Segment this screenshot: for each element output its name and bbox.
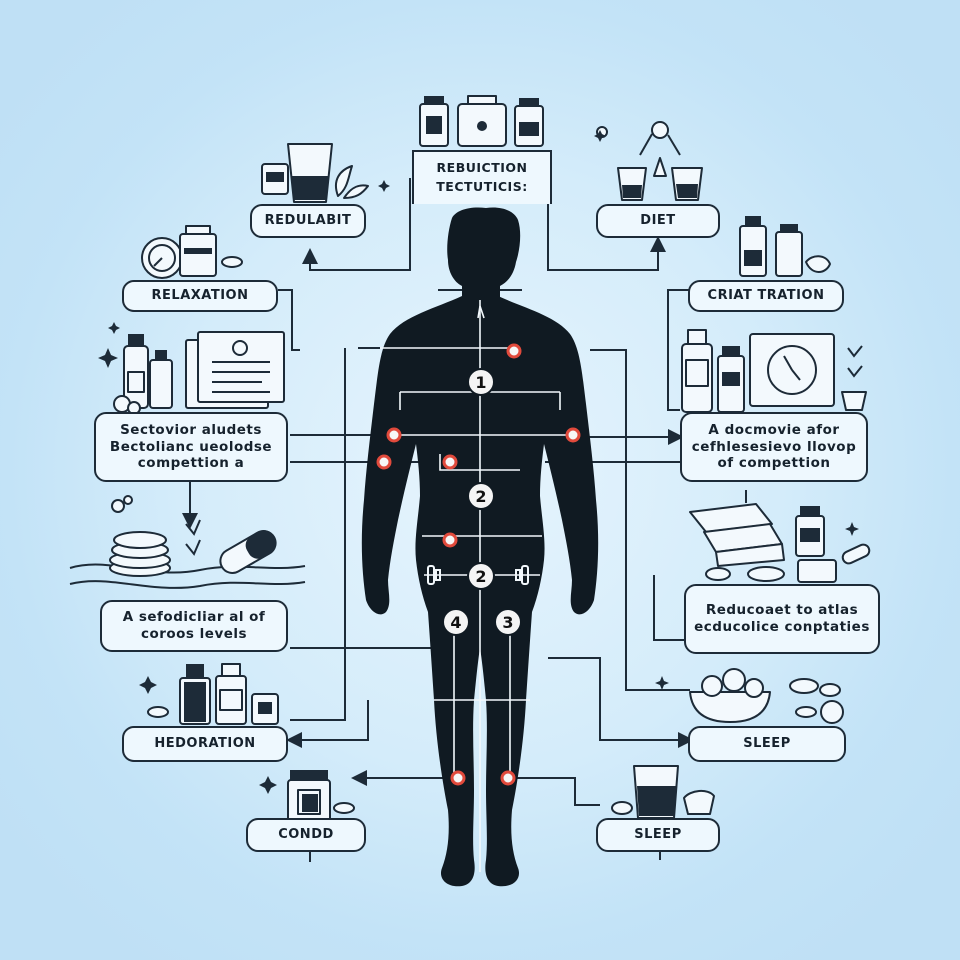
marker-circle xyxy=(467,482,495,510)
marker-number-4: 4 xyxy=(450,613,461,632)
left-mid-line-2: Bectolianc ueolodse xyxy=(109,438,273,455)
left-low-line-1: A sefodicliar al of xyxy=(122,609,266,626)
label-relaxation: RELAXATION xyxy=(151,287,249,303)
marker-number-2: 2 xyxy=(475,487,486,506)
marker-number-3: 3 xyxy=(502,613,513,632)
label-box-condd: CONDD xyxy=(246,818,366,852)
label-box-hedoration: HEDORATION xyxy=(122,726,288,762)
document-bottles-icon xyxy=(113,331,285,415)
drink-bottles-icon xyxy=(147,663,279,725)
right-mid-line-1: A docmovie afor xyxy=(708,421,840,438)
supplement-jar-icon xyxy=(287,770,355,829)
label-condd: CONDD xyxy=(278,826,334,842)
label-box-right-low: Reducoaet to atlas ecducolice conptaties xyxy=(684,584,880,654)
label-box-criat-tration: CRIAT TRATION xyxy=(688,280,844,312)
label-sleep-right: SLEEP xyxy=(743,735,791,751)
label-box-sleep-bottom: SLEEP xyxy=(596,818,720,852)
molecule-cups-icon xyxy=(596,121,703,201)
marker-circle xyxy=(494,608,522,636)
label-sleep-bottom: SLEEP xyxy=(634,826,682,842)
label-box-relaxation: RELAXATION xyxy=(122,280,278,312)
marker-number-2b: 2 xyxy=(475,567,486,586)
title-line-2: TECTUTICIS: xyxy=(436,179,528,194)
right-mid-line-2: cefhlesesievo llovop xyxy=(691,438,857,455)
label-box-diet: DIET xyxy=(596,204,720,238)
left-mid-line-3: compettion a xyxy=(137,455,245,472)
clock-bottles-icon xyxy=(141,225,243,279)
left-low-line-2: coroos levels xyxy=(140,626,248,642)
supplement-bottles-icon xyxy=(419,95,544,147)
marker-number-1: 1 xyxy=(475,373,486,392)
left-mid-line-1: Sectovior aludets xyxy=(120,421,262,438)
salad-bowl-icon xyxy=(689,668,844,724)
label-box-left-mid: Sectovior aludets Bectolianc ueolodse co… xyxy=(94,412,288,482)
books-bottle-icon xyxy=(689,503,871,583)
marker-circle xyxy=(467,368,495,396)
marker-circle xyxy=(467,562,495,590)
label-hedoration: HEDORATION xyxy=(154,735,256,751)
bottles-clock-screen-icon xyxy=(681,216,867,413)
label-redulabit: REDULABIT xyxy=(264,212,352,228)
plates-pill-icon xyxy=(69,495,306,589)
title-line-1: REBUICTION xyxy=(436,160,528,176)
glass-cup-icon xyxy=(611,765,715,819)
marker-circle xyxy=(442,608,470,636)
label-diet: DIET xyxy=(640,212,676,228)
right-low-line-1: Reducoaet to atlas xyxy=(705,602,859,619)
label-box-right-mid: A docmovie afor cefhlesesievo llovop of … xyxy=(680,412,868,482)
label-box-sleep-right: SLEEP xyxy=(688,726,846,762)
label-criat-tration: CRIAT TRATION xyxy=(707,287,825,303)
right-low-line-2: ecducolice conptaties xyxy=(694,619,870,635)
label-box-left-low: A sefodicliar al of coroos levels xyxy=(100,600,288,652)
jar-plant-icon xyxy=(261,143,369,203)
label-box-redulabit: REDULABIT xyxy=(250,204,366,238)
sparkle-icons xyxy=(98,130,859,794)
right-mid-line-3: of compettion xyxy=(717,455,831,472)
diagram-title: REBUICTION TECTUTICIS: xyxy=(412,150,552,204)
